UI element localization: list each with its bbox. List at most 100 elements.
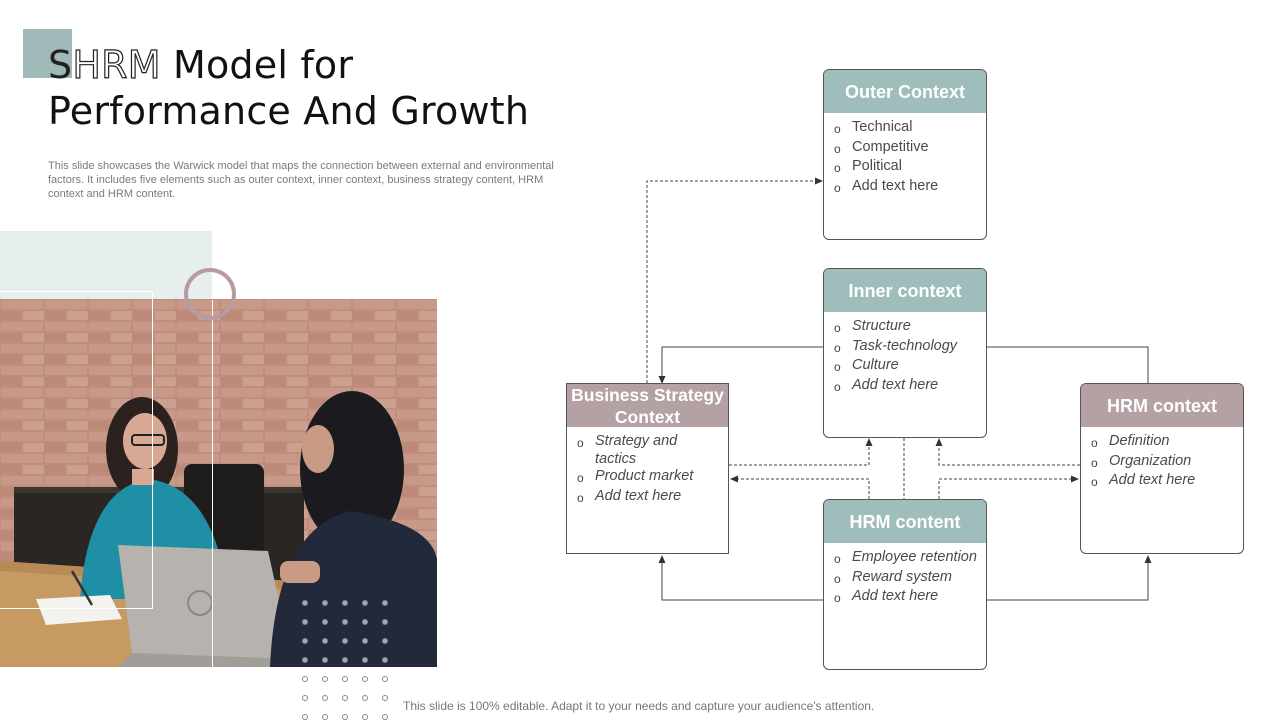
bullet-icon: o — [834, 321, 841, 335]
decorative-dot — [342, 600, 348, 606]
decorative-dot — [322, 676, 328, 682]
connector-business-to-inner — [729, 438, 873, 466]
bullet-icon: o — [577, 471, 584, 486]
decorative-dot — [322, 638, 328, 644]
bullet-icon: o — [577, 490, 584, 505]
bullet-icon: o — [577, 436, 584, 450]
outer-context-title: Outer Context — [824, 70, 986, 113]
decorative-dot — [322, 695, 328, 701]
hrm-context-title: HRM context — [1081, 384, 1243, 427]
title-line2: Performance And Growth — [48, 89, 530, 133]
connector-hrm-content-to-business — [658, 555, 823, 601]
decorative-dot — [362, 657, 368, 663]
bullet-icon: o — [834, 161, 841, 176]
list-item: o Add text here — [834, 178, 978, 198]
list-item-text: Product market — [595, 468, 694, 485]
bullet-icon: o — [834, 379, 841, 394]
bullet-icon: o — [1091, 436, 1098, 450]
list-item: o Competitive — [834, 139, 978, 159]
list-item-text: Structure — [852, 318, 911, 334]
bullet-icon: o — [834, 340, 841, 355]
decorative-ring — [184, 268, 236, 320]
list-item-text: Competitive — [852, 138, 929, 155]
list-item: o Add text here — [1091, 472, 1235, 492]
decorative-dot — [342, 619, 348, 625]
decorative-dot — [362, 619, 368, 625]
list-item-text: Political — [852, 158, 902, 175]
decorative-dot — [302, 695, 308, 701]
list-item-text: Task-technology — [852, 337, 958, 354]
list-item: o Culture — [834, 357, 978, 377]
list-item-text: Add text here — [595, 487, 682, 504]
hrm-content-title: HRM content — [824, 500, 986, 543]
list-item: o Product market — [577, 468, 720, 488]
title-accent-square — [23, 29, 72, 78]
title-line1: Model for — [160, 43, 354, 87]
list-item-text: Reward system — [852, 568, 952, 585]
list-item: o Add text here — [577, 488, 720, 508]
connector-hrm-content-to-hrm-context-dashed — [938, 475, 1079, 499]
list-item-text: Employee retention — [852, 549, 977, 565]
decorative-dot — [302, 657, 308, 663]
decorative-dot — [382, 600, 388, 606]
description: This slide showcases the Warwick model t… — [48, 160, 554, 200]
decorative-dot — [362, 695, 368, 701]
list-item: o Add text here — [834, 588, 978, 608]
photo-frame-line — [0, 291, 153, 609]
decorative-dot — [342, 676, 348, 682]
list-item: o Definition — [1091, 433, 1235, 453]
list-item: o Reward system — [834, 569, 978, 589]
decorative-dot — [322, 600, 328, 606]
connector-inner-to-business — [658, 346, 823, 384]
list-item-text: Organization — [1109, 452, 1192, 469]
list-item-text: Culture — [852, 357, 899, 374]
list-item-text: Add text here — [852, 376, 939, 393]
bullet-icon: o — [834, 180, 841, 195]
bullet-icon: o — [834, 591, 841, 606]
list-item: o Add text here — [834, 377, 978, 397]
title-outlined-text: HRM — [72, 42, 161, 87]
decorative-dot — [322, 657, 328, 663]
bullet-icon: o — [834, 360, 841, 375]
decorative-dot — [382, 695, 388, 701]
decorative-dot — [302, 619, 308, 625]
list-item: o Technical — [834, 119, 978, 139]
list-item-text: Technical — [852, 119, 913, 135]
list-item-text: Add text here — [852, 177, 939, 194]
bullet-icon: o — [834, 122, 841, 136]
bullet-icon: o — [834, 571, 841, 586]
list-item-text: Add text here — [1109, 472, 1196, 489]
list-item-text: Add text here — [852, 588, 939, 605]
decorative-dot — [382, 619, 388, 625]
list-item-text: Definition — [1109, 433, 1170, 449]
business-strategy-context-title: Business Strategy Context — [567, 384, 728, 427]
list-item: o Political — [834, 158, 978, 178]
decorative-dot — [362, 676, 368, 682]
decorative-dot — [322, 619, 328, 625]
decorative-dot — [362, 600, 368, 606]
decorative-dot — [362, 638, 368, 644]
bullet-icon: o — [1091, 475, 1098, 490]
decorative-dot — [342, 657, 348, 663]
connector-inner-to-hrm-context — [987, 346, 1152, 391]
list-item: o Structure — [834, 318, 978, 338]
decorative-dot — [302, 600, 308, 606]
connector-hrm-content-to-hrm-context — [987, 555, 1152, 601]
decorative-dot — [302, 638, 308, 644]
decorative-dot — [382, 676, 388, 682]
list-item: o Task-technology — [834, 338, 978, 358]
bullet-icon: o — [834, 141, 841, 156]
decorative-dot — [302, 676, 308, 682]
